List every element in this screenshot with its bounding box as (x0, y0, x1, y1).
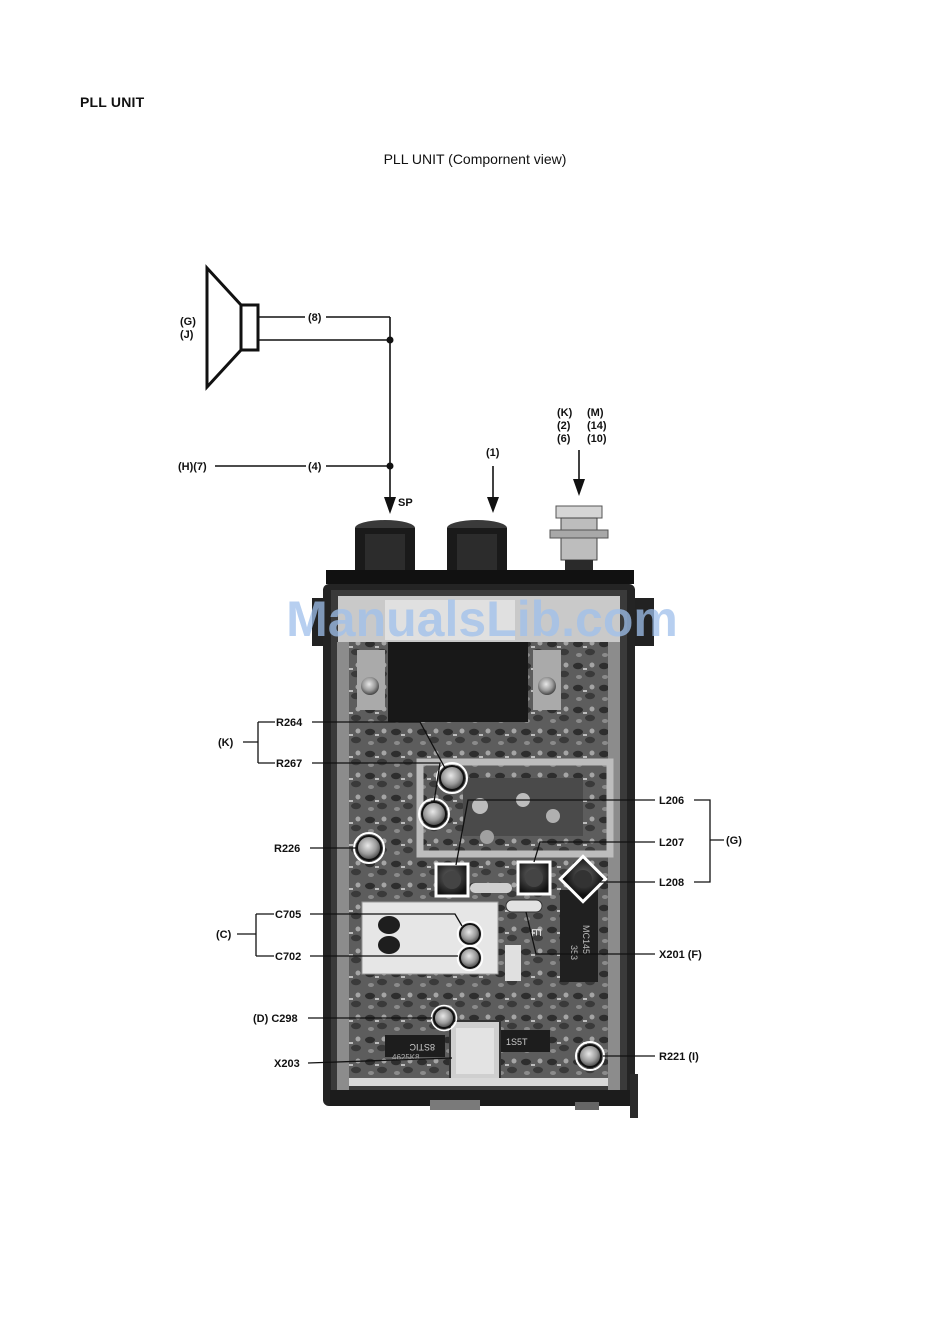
antenna-label-14: (14) (587, 420, 607, 432)
callout-c702: C702 (275, 951, 301, 963)
callout-r221: R221 (I) (659, 1051, 699, 1063)
pcb-ic-4625k8: 4625K8 (392, 1053, 420, 1062)
label-jack-1: (1) (486, 447, 500, 459)
callout-g-group: (G) (726, 835, 742, 847)
speaker-symbol (207, 268, 258, 387)
callout-r226: R226 (274, 843, 300, 855)
jack-arrow (487, 466, 499, 513)
sp-arrow (384, 497, 396, 514)
wire-label-4: (4) (308, 461, 322, 473)
callout-l206: L206 (659, 795, 684, 807)
watermark: ManualsLib.com (286, 591, 678, 647)
antenna-label-2: (2) (557, 420, 571, 432)
junction-dot (387, 463, 394, 470)
speaker-label-g: (G) (180, 316, 196, 328)
callout-c298: (D) C298 (253, 1013, 298, 1025)
callout-r264: R264 (276, 717, 303, 729)
pcb-ic-mc145: MC145 (581, 925, 591, 954)
callout-l208: L208 (659, 877, 684, 889)
speaker-jack-connector (355, 520, 415, 574)
callout-l207: L207 (659, 837, 684, 849)
pcb-ic-1s5t: 1S5T (506, 1037, 528, 1047)
pcb-ic-353: 353 (569, 945, 579, 960)
speaker-label-j: (J) (180, 329, 194, 341)
antenna-label-10: (10) (587, 433, 607, 445)
callout-c705: C705 (275, 909, 301, 921)
antenna-label-6: (6) (557, 433, 571, 445)
antenna-label-m: (M) (587, 407, 604, 419)
wire-label-8: (8) (308, 312, 322, 324)
callout-x203: X203 (274, 1058, 300, 1070)
label-h7: (H)(7) (178, 461, 207, 473)
callout-x201: X201 (F) (659, 949, 702, 961)
mic-jack-connector (447, 520, 507, 574)
bnc-antenna-connector (550, 506, 608, 576)
callout-k-group: (K) (218, 737, 234, 749)
junction-dot (387, 337, 394, 344)
pcb-ic-8stic: 8STIC (409, 1042, 435, 1052)
label-sp: SP (398, 497, 413, 509)
callout-c-group: (C) (216, 929, 232, 941)
antenna-label-k: (K) (557, 407, 573, 419)
antenna-arrow (573, 450, 585, 496)
callout-r267: R267 (276, 758, 302, 770)
